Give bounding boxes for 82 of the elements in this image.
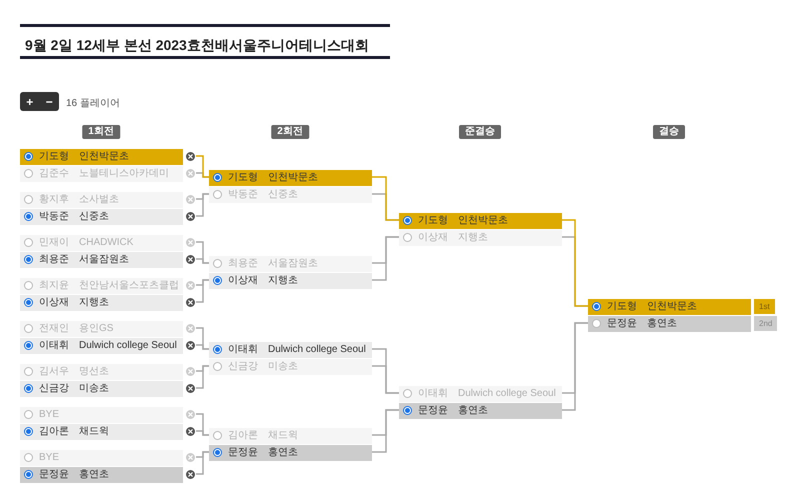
round-label: 결승 bbox=[653, 125, 685, 139]
school-name: 채드윅 bbox=[268, 430, 298, 440]
school-name: 인천박문초 bbox=[458, 216, 508, 226]
bracket-line bbox=[196, 365, 209, 389]
school-name: 신중초 bbox=[79, 212, 109, 222]
title: 9월 2일 12세부 본선 2023효천배서울주니어테니스대회 bbox=[25, 36, 369, 55]
player-name: BYE bbox=[39, 410, 60, 420]
bracket-line bbox=[196, 451, 209, 475]
school-name: 지행초 bbox=[79, 298, 109, 308]
bracket-line bbox=[196, 155, 209, 178]
player-name: 기도형 bbox=[418, 216, 449, 226]
bracket-line bbox=[562, 322, 588, 411]
player-name: 김아론 bbox=[228, 430, 259, 440]
school-name: 천안남서울스포츠클럽 bbox=[79, 280, 179, 290]
school-name: 인천박문초 bbox=[647, 302, 697, 312]
school-name: 채드윅 bbox=[79, 426, 109, 436]
player-name: BYE bbox=[39, 452, 60, 462]
zoom-in-button: + bbox=[26, 96, 34, 108]
school-name: 홍연초 bbox=[268, 448, 298, 458]
round-label: 1회전 bbox=[82, 125, 120, 139]
player-name: 최지윤 bbox=[39, 280, 70, 290]
player-name: 문정윤 bbox=[228, 448, 259, 458]
player-name: 이상재 bbox=[39, 298, 70, 308]
place-tag: 1st bbox=[754, 299, 775, 314]
school-name: 미송초 bbox=[268, 362, 298, 372]
round-label: 준결승 bbox=[459, 125, 501, 139]
place-tag: 2nd bbox=[754, 316, 778, 331]
bracket-line bbox=[372, 409, 399, 453]
school-name: 신중초 bbox=[268, 190, 298, 200]
player-name: 김아론 bbox=[39, 426, 70, 436]
player-name: 김준수 bbox=[39, 168, 70, 178]
player-name: 김서우 bbox=[39, 366, 70, 376]
player-count: 16 플레이어 bbox=[66, 97, 120, 111]
player-name: 민재이 bbox=[39, 238, 70, 248]
player-name: 이상재 bbox=[228, 276, 259, 286]
player-name: 신금강 bbox=[228, 362, 259, 372]
player-name: 이태휘 bbox=[228, 344, 259, 354]
school-name: Dulwich college Seoul bbox=[79, 340, 177, 350]
player-name: 최용준 bbox=[39, 254, 70, 264]
school-name: 홍연초 bbox=[79, 470, 109, 480]
player-name: 문정윤 bbox=[418, 406, 449, 416]
school-name: 용인GS bbox=[79, 324, 114, 334]
zoom-out-button: − bbox=[46, 96, 53, 108]
school-name: 미송초 bbox=[79, 384, 109, 394]
bracket-line bbox=[196, 430, 209, 436]
school-name: 홍연초 bbox=[647, 318, 677, 328]
bracket-line bbox=[196, 344, 209, 350]
player-name: 이상재 bbox=[418, 232, 449, 242]
player-name: 전재인 bbox=[39, 324, 70, 334]
bracket-line bbox=[372, 365, 399, 394]
player-name: 기도형 bbox=[39, 152, 70, 162]
school-name: 홍연초 bbox=[458, 406, 488, 416]
bracket-line bbox=[196, 258, 209, 264]
bracket-line bbox=[562, 219, 588, 307]
player-name: 이태휘 bbox=[418, 388, 449, 398]
bracket-line bbox=[196, 279, 209, 303]
school-name: 서울잠원초 bbox=[268, 258, 318, 268]
player-name: 신금강 bbox=[39, 384, 70, 394]
school-name: 명선초 bbox=[79, 366, 109, 376]
bracket-line bbox=[196, 193, 209, 217]
bracket-line bbox=[372, 176, 399, 221]
player-name: 기도형 bbox=[607, 302, 638, 312]
school-name: 인천박문초 bbox=[268, 172, 318, 182]
round-label: 2회전 bbox=[271, 125, 309, 139]
school-name: 지행초 bbox=[458, 232, 488, 242]
school-name: 노블테니스아카데미 bbox=[79, 168, 169, 178]
school-name: 소사벌초 bbox=[79, 194, 119, 204]
player-name: 박동준 bbox=[39, 212, 70, 222]
school-name: Dulwich college Seoul bbox=[458, 388, 556, 398]
school-name: 인천박문초 bbox=[79, 152, 129, 162]
school-name: CHADWICK bbox=[79, 238, 134, 248]
school-name: 서울잠원초 bbox=[79, 254, 129, 264]
school-name: 지행초 bbox=[268, 276, 298, 286]
player-name: 문정윤 bbox=[39, 470, 70, 480]
school-name: Dulwich college Seoul bbox=[268, 344, 366, 354]
bracket-line bbox=[372, 236, 399, 281]
player-name: 박동준 bbox=[228, 190, 259, 200]
player-name: 문정윤 bbox=[607, 318, 638, 328]
player-name: 황지후 bbox=[39, 194, 70, 204]
player-name: 기도형 bbox=[228, 172, 259, 182]
player-name: 이태휘 bbox=[39, 340, 70, 350]
player-name: 최용준 bbox=[228, 258, 259, 268]
